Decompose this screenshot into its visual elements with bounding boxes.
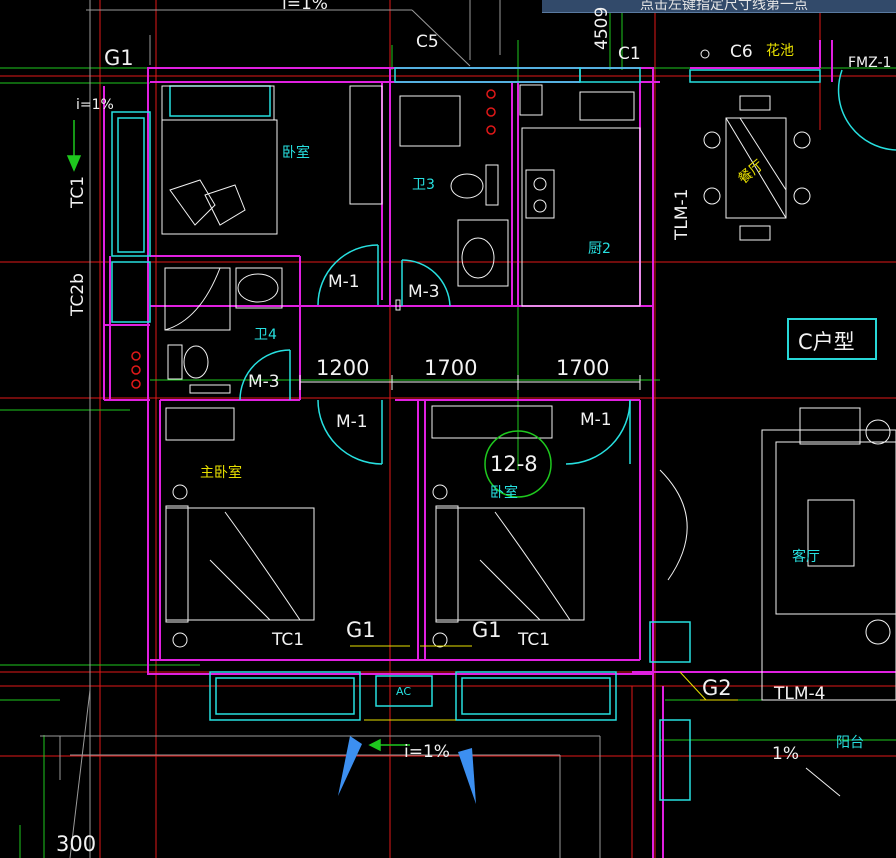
label-kitchen: 厨2: [588, 241, 611, 257]
label-c1: C1: [618, 44, 641, 64]
label-tlm1: TLM-1: [672, 188, 692, 240]
label-dim-4509: 4509: [592, 6, 612, 50]
ac-unit-box: [375, 675, 433, 707]
label-m1-a: M-1: [328, 272, 360, 292]
label-top-slope: i=1%: [282, 0, 328, 14]
label-pct: 1%: [772, 744, 799, 764]
leader-lines: [350, 645, 738, 721]
label-living-room: 客厅: [792, 549, 820, 565]
axis-bubble: [484, 430, 552, 498]
label-tc1-left: TC1: [68, 175, 88, 208]
label-wei4: 卫4: [254, 327, 277, 343]
label-slope-top: i=1%: [76, 97, 114, 113]
label-g2: G2: [702, 676, 732, 700]
label-g1-b: G1: [472, 618, 502, 642]
label-g1-a: G1: [346, 618, 376, 642]
label-m1-c: M-1: [580, 410, 612, 430]
banner-text: 点击左键指定尺寸线第一点: [640, 0, 808, 13]
label-slope-bottom: i=1%: [404, 742, 450, 762]
door-swings: [239, 69, 896, 465]
label-dim-1700-b: 1700: [556, 356, 610, 380]
label-m3-b: M-3: [248, 372, 280, 392]
label-balcony: 阳台: [836, 735, 864, 751]
label-m1-b: M-1: [336, 412, 368, 432]
label-m3-a: M-3: [408, 282, 440, 302]
status-banner: 点击左键指定尺寸线第一点: [542, 0, 896, 13]
label-dim-1700-a: 1700: [424, 356, 478, 380]
label-g1-top: G1: [104, 46, 134, 70]
label-c6: C6: [730, 42, 753, 62]
label-flower-pool: 花池: [766, 43, 794, 59]
slope-arrow: [368, 738, 410, 752]
label-master-bedroom: 主卧室: [200, 465, 242, 481]
label-fmz1: FMZ-1: [848, 55, 892, 71]
blue-arrows: [338, 736, 476, 804]
label-unit-type: C户型: [798, 330, 855, 354]
label-tc1-a: TC1: [272, 630, 305, 650]
label-wei3: 卫3: [412, 177, 435, 193]
label-axis-12-8: 12-8: [490, 452, 538, 476]
dimension-line: [299, 375, 641, 390]
label-c5: C5: [416, 32, 439, 52]
walls: [103, 40, 896, 858]
label-bedroom-top: 卧室: [282, 145, 310, 161]
label-tc2b: TC2b: [68, 273, 88, 316]
fixtures: [161, 84, 896, 701]
label-tlm4: TLM-4: [774, 684, 826, 704]
outline-lines: [40, 0, 601, 858]
label-dim-1200: 1200: [316, 356, 370, 380]
label-ac: AC: [396, 685, 412, 698]
label-bedroom-2: 卧室: [490, 485, 518, 501]
label-dim-300: 300: [56, 832, 97, 856]
label-tc1-b: TC1: [518, 630, 551, 650]
unit-type-box: [787, 318, 877, 360]
windows: [111, 67, 821, 801]
balcony-slope-arrow: [805, 767, 841, 797]
drain-markers: [131, 89, 496, 389]
left-slope-arrow: [66, 120, 82, 172]
